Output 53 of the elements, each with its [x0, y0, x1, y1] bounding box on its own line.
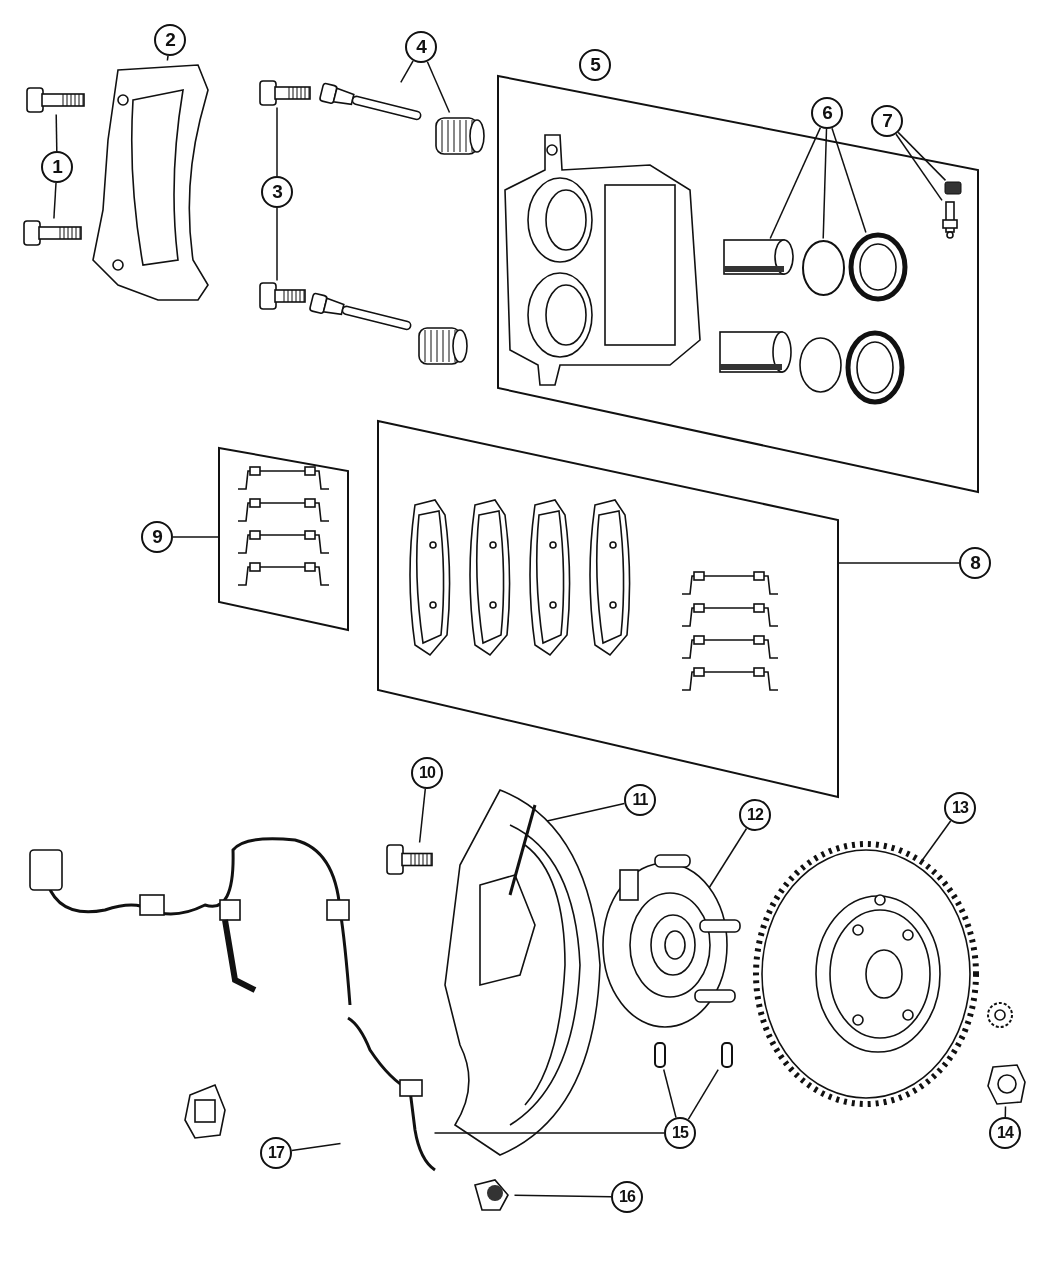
leader-line	[662, 1068, 677, 1119]
callout-number: 13	[944, 792, 976, 824]
callout-number: 2	[154, 24, 186, 56]
callout-number: 10	[411, 757, 443, 789]
bolt-drawing	[258, 280, 308, 312]
callout-number: 4	[405, 31, 437, 63]
callout-number: 3	[261, 176, 293, 208]
callout-number: 8	[959, 547, 991, 579]
callout-number: 7	[871, 105, 903, 137]
leader-line	[426, 60, 451, 114]
leader-line	[418, 788, 427, 844]
callout-number: 14	[989, 1117, 1021, 1149]
leader-line	[291, 1142, 342, 1152]
piston-drawing	[722, 238, 796, 276]
leader-line	[920, 820, 952, 863]
leader-line	[831, 127, 867, 234]
seal-ring-drawing	[800, 238, 847, 298]
callout-number: 15	[664, 1117, 696, 1149]
bolt-drawing	[385, 842, 435, 877]
leader-line	[769, 126, 822, 240]
bleeder-cap-drawing	[943, 180, 963, 196]
leader-line	[895, 133, 943, 202]
leader-line	[822, 128, 828, 240]
bleeder-screw-drawing	[940, 200, 960, 240]
leader-line	[400, 60, 414, 84]
leader-line	[687, 1068, 719, 1121]
bolt-drawing	[25, 85, 87, 115]
bolt-drawing	[258, 78, 313, 108]
leader-line	[166, 55, 169, 62]
callout-number: 12	[739, 799, 771, 831]
leader-line	[55, 113, 58, 152]
leader-line	[276, 106, 278, 177]
kit-panel	[497, 75, 979, 493]
callout-number: 11	[624, 784, 656, 816]
kit-panel	[218, 447, 349, 631]
callout-number: 17	[260, 1137, 292, 1169]
callout-number: 16	[611, 1181, 643, 1213]
leader-line	[433, 1132, 665, 1134]
leader-line	[708, 827, 748, 889]
nut-drawing	[985, 1062, 1027, 1107]
callout-number: 5	[579, 49, 611, 81]
leader-line	[837, 562, 960, 564]
leader-line	[53, 182, 57, 220]
leader-line	[172, 536, 220, 538]
leader-line	[897, 131, 947, 182]
leader-line	[1004, 1105, 1007, 1118]
callout-number: 9	[141, 521, 173, 553]
leader-line	[546, 802, 626, 822]
leader-line	[276, 207, 278, 282]
callout-number: 6	[811, 97, 843, 129]
callout-number: 1	[41, 151, 73, 183]
bolt-drawing	[22, 218, 84, 248]
leader-line	[513, 1194, 612, 1198]
